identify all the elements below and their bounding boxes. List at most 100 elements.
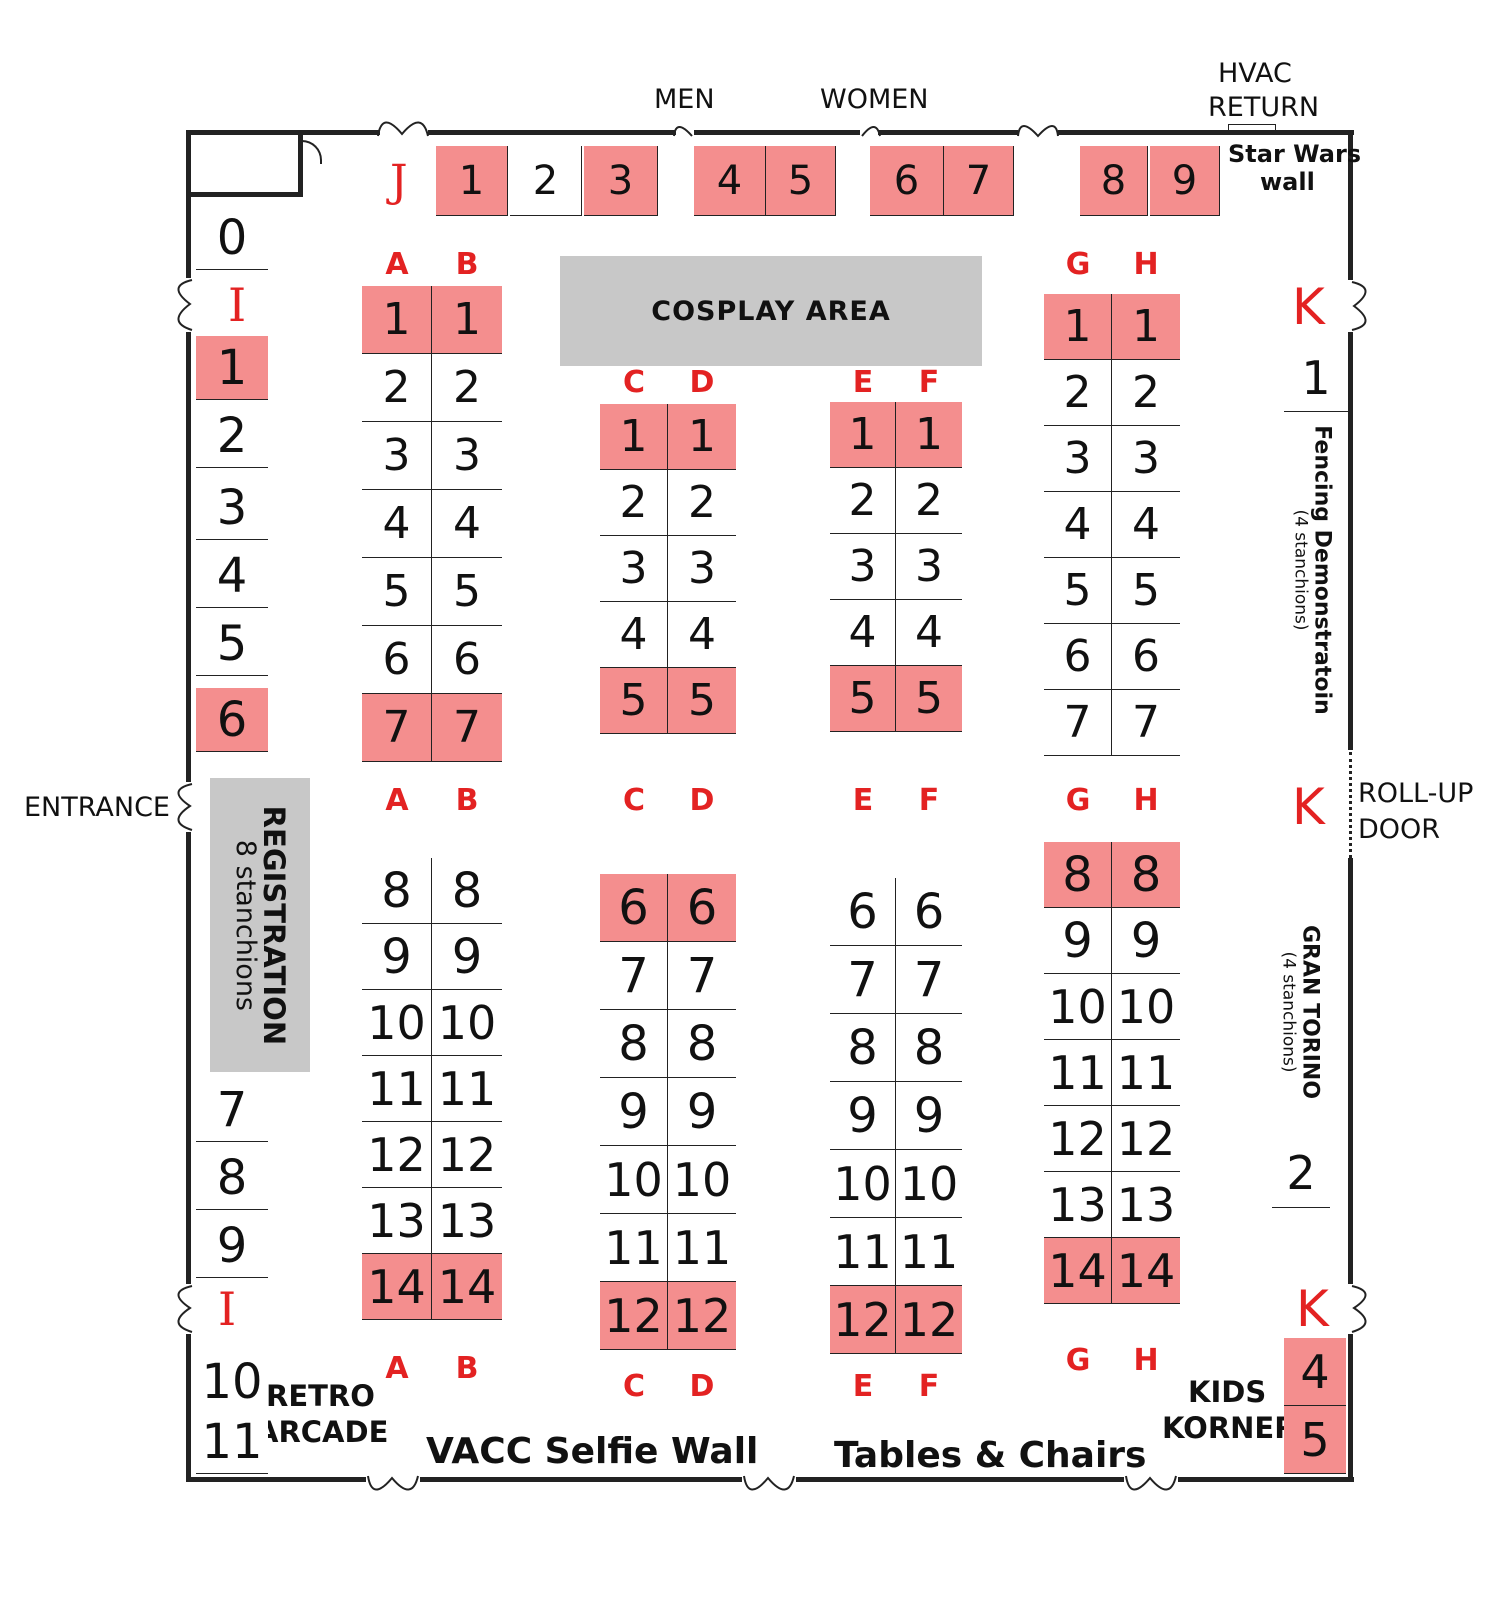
booth-i-2[interactable]: 2 — [196, 404, 268, 468]
booth-f-11[interactable]: 11 — [896, 1218, 962, 1286]
booth-e-3[interactable]: 3 — [830, 534, 896, 600]
booth-g-4[interactable]: 4 — [1044, 492, 1112, 558]
booth-e-9[interactable]: 9 — [830, 1082, 896, 1150]
booth-k-5[interactable]: 5 — [1284, 1406, 1346, 1474]
booth-f-12[interactable]: 12 — [896, 1286, 962, 1354]
booth-b-10[interactable]: 10 — [432, 990, 502, 1056]
booth-c-7[interactable]: 7 — [600, 942, 668, 1010]
booth-g-1[interactable]: 1 — [1044, 294, 1112, 360]
booth-b-3[interactable]: 3 — [432, 422, 502, 490]
booth-k-1[interactable]: 1 — [1284, 344, 1348, 412]
booth-d-11[interactable]: 11 — [668, 1214, 736, 1282]
booth-i-1[interactable]: 1 — [196, 336, 268, 400]
booth-g-14[interactable]: 14 — [1044, 1238, 1112, 1304]
booth-c-2[interactable]: 2 — [600, 470, 668, 536]
booth-a-10[interactable]: 10 — [362, 990, 432, 1056]
booth-h-3[interactable]: 3 — [1112, 426, 1180, 492]
booth-i-5[interactable]: 5 — [196, 612, 268, 676]
booth-i-4[interactable]: 4 — [196, 544, 268, 608]
booth-f-6[interactable]: 6 — [896, 878, 962, 946]
booth-a-12[interactable]: 12 — [362, 1122, 432, 1188]
booth-c-1[interactable]: 1 — [600, 404, 668, 470]
booth-a-13[interactable]: 13 — [362, 1188, 432, 1254]
booth-i-8[interactable]: 8 — [196, 1146, 268, 1210]
booth-e-6[interactable]: 6 — [830, 878, 896, 946]
booth-a-3[interactable]: 3 — [362, 422, 432, 490]
booth-c-6[interactable]: 6 — [600, 874, 668, 942]
booth-a-14[interactable]: 14 — [362, 1254, 432, 1320]
booth-b-9[interactable]: 9 — [432, 924, 502, 990]
booth-j-1[interactable]: 1 — [436, 146, 508, 216]
booth-j-8[interactable]: 8 — [1080, 146, 1148, 216]
booth-i-7[interactable]: 7 — [196, 1078, 268, 1142]
booth-e-2[interactable]: 2 — [830, 468, 896, 534]
booth-d-8[interactable]: 8 — [668, 1010, 736, 1078]
booth-b-2[interactable]: 2 — [432, 354, 502, 422]
booth-a-6[interactable]: 6 — [362, 626, 432, 694]
booth-e-12[interactable]: 12 — [830, 1286, 896, 1354]
booth-b-13[interactable]: 13 — [432, 1188, 502, 1254]
booth-g-3[interactable]: 3 — [1044, 426, 1112, 492]
booth-d-3[interactable]: 3 — [668, 536, 736, 602]
booth-h-14[interactable]: 14 — [1112, 1238, 1180, 1304]
booth-c-10[interactable]: 10 — [600, 1146, 668, 1214]
booth-g-9[interactable]: 9 — [1044, 908, 1112, 974]
booth-g-11[interactable]: 11 — [1044, 1040, 1112, 1106]
booth-g-8[interactable]: 8 — [1044, 842, 1112, 908]
booth-h-4[interactable]: 4 — [1112, 492, 1180, 558]
booth-e-5[interactable]: 5 — [830, 666, 896, 732]
booth-h-7[interactable]: 7 — [1112, 690, 1180, 756]
booth-h-12[interactable]: 12 — [1112, 1106, 1180, 1172]
booth-e-4[interactable]: 4 — [830, 600, 896, 666]
booth-f-1[interactable]: 1 — [896, 402, 962, 468]
booth-b-6[interactable]: 6 — [432, 626, 502, 694]
booth-j-6[interactable]: 6 — [870, 146, 944, 216]
booth-k-2[interactable]: 2 — [1272, 1138, 1330, 1208]
booth-d-2[interactable]: 2 — [668, 470, 736, 536]
booth-j-9[interactable]: 9 — [1150, 146, 1220, 216]
booth-c-8[interactable]: 8 — [600, 1010, 668, 1078]
booth-d-6[interactable]: 6 — [668, 874, 736, 942]
booth-d-7[interactable]: 7 — [668, 942, 736, 1010]
booth-h-13[interactable]: 13 — [1112, 1172, 1180, 1238]
booth-h-2[interactable]: 2 — [1112, 360, 1180, 426]
booth-j-2[interactable]: 2 — [510, 146, 582, 216]
booth-d-4[interactable]: 4 — [668, 602, 736, 668]
booth-d-10[interactable]: 10 — [668, 1146, 736, 1214]
booth-g-2[interactable]: 2 — [1044, 360, 1112, 426]
booth-g-7[interactable]: 7 — [1044, 690, 1112, 756]
booth-i-0[interactable]: 0 — [196, 206, 268, 270]
booth-c-12[interactable]: 12 — [600, 1282, 668, 1350]
booth-f-7[interactable]: 7 — [896, 946, 962, 1014]
booth-g-10[interactable]: 10 — [1044, 974, 1112, 1040]
booth-f-4[interactable]: 4 — [896, 600, 962, 666]
booth-c-9[interactable]: 9 — [600, 1078, 668, 1146]
booth-j-4[interactable]: 4 — [694, 146, 766, 216]
booth-b-14[interactable]: 14 — [432, 1254, 502, 1320]
booth-c-4[interactable]: 4 — [600, 602, 668, 668]
booth-e-1[interactable]: 1 — [830, 402, 896, 468]
booth-h-10[interactable]: 10 — [1112, 974, 1180, 1040]
booth-h-8[interactable]: 8 — [1112, 842, 1180, 908]
booth-i-9[interactable]: 9 — [196, 1214, 268, 1278]
booth-d-12[interactable]: 12 — [668, 1282, 736, 1350]
booth-h-6[interactable]: 6 — [1112, 624, 1180, 690]
booth-e-8[interactable]: 8 — [830, 1014, 896, 1082]
booth-j-7[interactable]: 7 — [944, 146, 1014, 216]
booth-c-3[interactable]: 3 — [600, 536, 668, 602]
booth-e-7[interactable]: 7 — [830, 946, 896, 1014]
booth-i-10[interactable]: 10 — [196, 1350, 268, 1414]
booth-f-2[interactable]: 2 — [896, 468, 962, 534]
booth-j-5[interactable]: 5 — [766, 146, 836, 216]
booth-b-7[interactable]: 7 — [432, 694, 502, 762]
booth-d-1[interactable]: 1 — [668, 404, 736, 470]
booth-d-5[interactable]: 5 — [668, 668, 736, 734]
booth-f-3[interactable]: 3 — [896, 534, 962, 600]
booth-b-11[interactable]: 11 — [432, 1056, 502, 1122]
booth-a-11[interactable]: 11 — [362, 1056, 432, 1122]
booth-f-10[interactable]: 10 — [896, 1150, 962, 1218]
booth-a-4[interactable]: 4 — [362, 490, 432, 558]
booth-f-9[interactable]: 9 — [896, 1082, 962, 1150]
booth-h-1[interactable]: 1 — [1112, 294, 1180, 360]
booth-h-11[interactable]: 11 — [1112, 1040, 1180, 1106]
